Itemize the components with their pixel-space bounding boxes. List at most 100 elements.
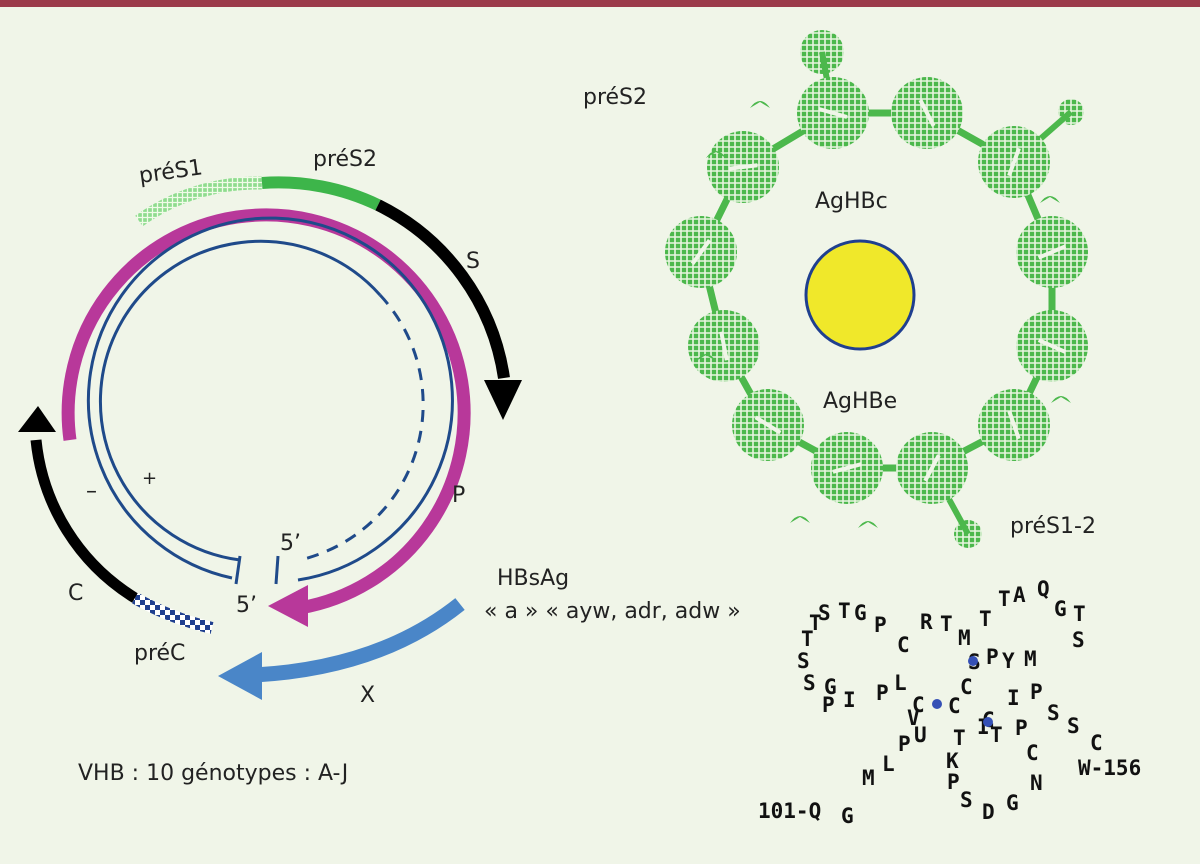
peptide-residue: I — [843, 688, 856, 712]
peptide-residue: T — [809, 611, 822, 635]
label-pres1: préS1 — [137, 155, 204, 189]
peptide-residue: G — [841, 804, 854, 828]
subunit-spike — [858, 521, 878, 528]
subunit-cleft — [754, 415, 782, 435]
disulfide-bond — [932, 699, 942, 709]
peptide-residue: Q — [1037, 577, 1050, 601]
peptide-residue: T — [998, 587, 1011, 611]
peptide-residue: P — [947, 770, 960, 794]
peptide-residue: P — [876, 681, 889, 705]
particle-subunits — [665, 30, 1088, 548]
c-arrowhead — [18, 406, 56, 432]
subunit-cleft — [1007, 147, 1021, 177]
genome-caption: VHB : 10 génotypes : A-J — [78, 761, 348, 786]
disulfide-bond — [983, 717, 993, 727]
subunit-cleft — [918, 99, 936, 127]
peptide-end-label: W-156 — [1078, 756, 1141, 780]
label-plus: + — [142, 468, 157, 489]
x-arrowhead — [218, 652, 262, 700]
subunit-cleft — [728, 163, 758, 171]
hbsag-subtitle: « a » « ayw, adr, adw » — [484, 599, 741, 624]
pres2-arc — [261, 176, 381, 211]
peptide-residue: C — [948, 694, 961, 718]
peptide-residue: P — [898, 732, 911, 756]
peptide-residue: A — [1013, 583, 1026, 607]
hbsag-title: HBsAg — [497, 566, 569, 591]
label-agHBe: AgHBe — [823, 389, 897, 414]
peptide-residue: T — [940, 612, 953, 636]
peptide-residue: P — [986, 645, 999, 669]
peptide-residue: K — [946, 749, 959, 773]
label-pres2: préS2 — [313, 147, 377, 172]
hbsag-peptide: GMLPUVCPLIPGSSTTSTGPCRTMTTAQGTSMYPSCCIPI… — [797, 577, 1103, 828]
c-arrow-body — [30, 439, 138, 603]
genome-map: préS1 préS2 S P X C préC – + 5’ 5’ VHB :… — [18, 147, 522, 786]
peptide-residue: S — [960, 788, 973, 812]
subunit-spike — [706, 151, 726, 158]
s-arrow-body — [375, 199, 510, 379]
subunit-cleft — [923, 454, 941, 482]
x-arrow-body — [254, 598, 465, 683]
peptide-residue: C — [960, 675, 973, 699]
peptide-residue: I — [1007, 686, 1020, 710]
peptide-residue: D — [982, 800, 995, 824]
particle-diagram: préS2 AgHBc AgHBe préS1-2 — [583, 30, 1096, 548]
subunit-spike — [750, 101, 770, 108]
peptide-residue: N — [1030, 771, 1043, 795]
subunit-spike — [1040, 196, 1060, 203]
peptide-residue: L — [894, 671, 907, 695]
peptide-residue: S — [797, 649, 810, 673]
peptide-residue: P — [1015, 716, 1028, 740]
peptide-residue: S — [803, 671, 816, 695]
peptide-residue: G — [1006, 791, 1019, 815]
peptide-residue: T — [990, 723, 1003, 747]
peptide-residue: M — [958, 626, 971, 650]
peptide-residue: P — [822, 693, 835, 717]
label-minus: – — [86, 479, 97, 504]
peptide-residue: Y — [1002, 649, 1015, 673]
peptide-residue: T — [838, 599, 851, 623]
label-c: C — [68, 581, 83, 606]
subunit-spike — [1051, 396, 1071, 403]
subunit-spike — [696, 354, 716, 361]
peptide-residue: S — [818, 601, 831, 625]
prec-segment — [132, 592, 214, 634]
peptide-start-label: 101-Q — [758, 799, 821, 823]
peptide-residue: P — [1030, 680, 1043, 704]
p-arrow-body — [61, 208, 471, 615]
subunit-cleft — [1037, 244, 1067, 260]
label-5prime-outer: 5’ — [236, 593, 257, 618]
label-p: P — [452, 483, 465, 508]
cohesive-end — [234, 555, 280, 585]
peptide-residue: S — [1067, 714, 1080, 738]
peptide-residue: L — [882, 752, 895, 776]
subunit-cleft — [719, 331, 729, 361]
label-prec: préC — [134, 641, 185, 666]
peptide-residue: T — [1073, 602, 1086, 626]
peptide-residue: S — [1047, 701, 1060, 725]
top-rule — [0, 0, 1200, 7]
label-x: X — [360, 683, 375, 708]
subunit-cleft — [1007, 410, 1021, 440]
peptide-residue: T — [953, 726, 966, 750]
peptide-residue: G — [854, 601, 867, 625]
minus-strand — [86, 216, 454, 582]
peptide-residue: P — [874, 613, 887, 637]
label-agHBc: AgHBc — [815, 189, 888, 214]
subunit-cleft — [818, 107, 848, 119]
subunit-cleft — [832, 462, 862, 474]
peptide-residue: T — [979, 607, 992, 631]
peptide-residue: M — [1024, 647, 1037, 671]
peptide-residue: G — [824, 675, 837, 699]
label-s: S — [466, 249, 480, 274]
peptide-residue: M — [862, 766, 875, 790]
label-5prime-inner: 5’ — [280, 531, 301, 556]
disulfide-bond — [968, 656, 978, 666]
p-arrowhead — [268, 585, 308, 627]
subunit-cleft — [690, 239, 712, 265]
pres1-arc — [135, 176, 263, 227]
plus-strand — [98, 239, 382, 562]
